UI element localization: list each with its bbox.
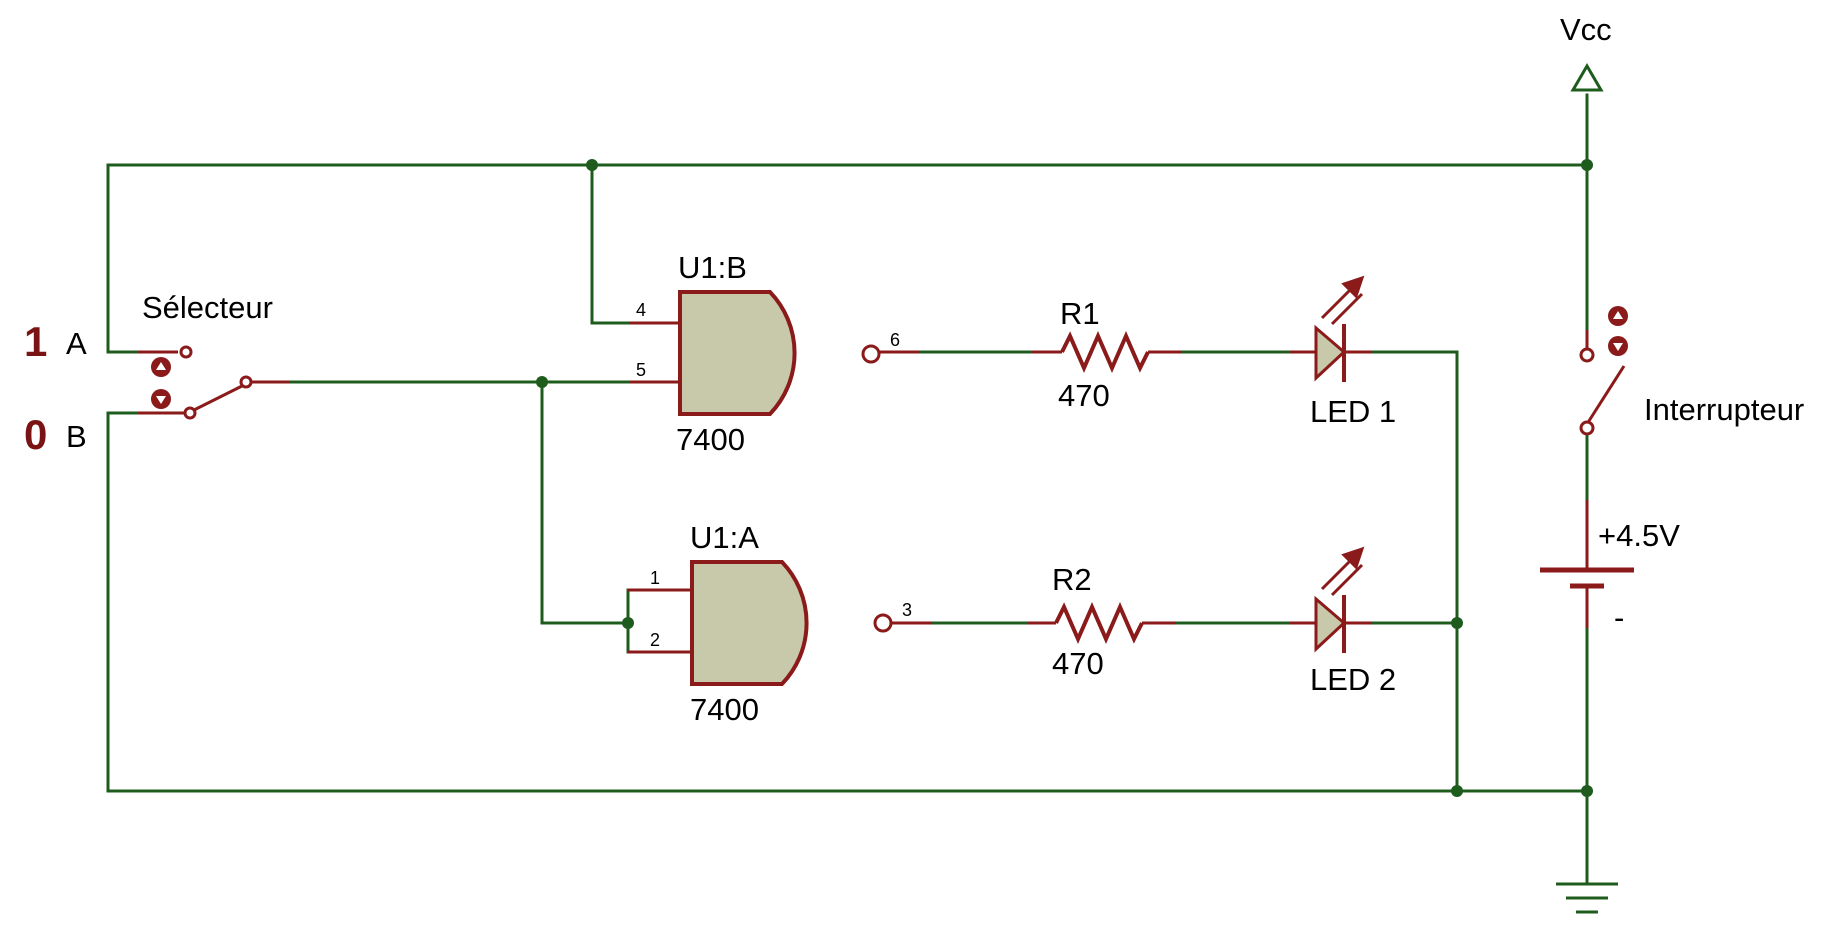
light-rays-icon <box>1320 275 1365 326</box>
junction-dot <box>1451 617 1463 629</box>
switch-on-button[interactable] <box>1608 336 1628 356</box>
ground-icon <box>1556 882 1618 914</box>
nand-gate-body <box>690 560 809 686</box>
resistor-r1: R1 470 <box>1032 296 1182 413</box>
resistor-value: 470 <box>1052 646 1104 681</box>
power-switch[interactable]: Interrupteur <box>1579 306 1804 436</box>
led-1: LED 1 <box>1290 275 1396 429</box>
junction-dot <box>1451 785 1463 797</box>
selector-contact-b <box>183 406 197 420</box>
vcc-label: Vcc <box>1560 12 1612 47</box>
switch-lever <box>1585 365 1626 425</box>
battery: +4.5V - <box>1540 500 1680 635</box>
battery-voltage-label: +4.5V <box>1598 518 1680 553</box>
input-one-label: 1 <box>24 318 47 365</box>
selector-down-button[interactable] <box>151 389 171 409</box>
wire-top-rail <box>106 163 1589 354</box>
resistor-value: 470 <box>1058 378 1110 413</box>
wire-pin5-to-gateA <box>540 380 630 625</box>
pin-number: 1 <box>650 568 660 588</box>
light-rays-icon <box>1320 546 1365 597</box>
pin-number: 4 <box>636 300 646 320</box>
battery-minus-label: - <box>1614 600 1624 635</box>
pin-number: 2 <box>650 630 660 650</box>
switch-label: Interrupteur <box>1644 392 1804 427</box>
nand-bubble <box>873 613 893 633</box>
gate-ref: U1:A <box>690 520 759 555</box>
selector-switch[interactable]: Sélecteur <box>108 290 290 420</box>
junctions <box>536 159 1593 797</box>
junction-dot <box>1581 785 1593 797</box>
pin-number: 6 <box>890 330 900 350</box>
resistor-ref: R2 <box>1052 562 1092 597</box>
wire-bottom-rail <box>106 411 1589 793</box>
resistor-zigzag <box>1054 602 1144 644</box>
led-2: LED 2 <box>1290 546 1396 697</box>
resistor-zigzag <box>1060 331 1150 373</box>
nand-bubble <box>861 344 881 364</box>
position-a-label: A <box>66 326 87 361</box>
nand-gate-body <box>678 290 797 416</box>
position-b-label: B <box>66 419 87 454</box>
selector-contact-common <box>239 375 253 389</box>
nand-gate-u1b: U1:B 7400 4 5 6 <box>630 250 920 457</box>
resistor-r2: R2 470 <box>1028 562 1176 681</box>
junction-dot <box>536 376 548 388</box>
junction-dot <box>1581 159 1593 171</box>
switch-contact-bottom <box>1579 420 1595 436</box>
pin-number: 5 <box>636 360 646 380</box>
input-zero-label: 0 <box>24 411 47 458</box>
nand-gate-u1a: U1:A 7400 1 2 3 <box>628 520 932 727</box>
vcc-arrow-icon <box>1570 63 1604 92</box>
wires <box>106 93 1589 884</box>
led-triangle <box>1314 324 1347 382</box>
led-label: LED 2 <box>1310 662 1396 697</box>
resistor-ref: R1 <box>1060 296 1100 331</box>
selector-lever <box>193 384 243 412</box>
selector-up-button[interactable] <box>151 357 171 377</box>
vcc-terminal: Vcc <box>1560 12 1612 92</box>
pin-number: 3 <box>902 600 912 620</box>
junction-dot <box>622 617 634 629</box>
wire-vcc-to-pin4 <box>590 163 632 325</box>
gate-part: 7400 <box>690 692 759 727</box>
selector-label: Sélecteur <box>142 290 273 325</box>
led-label: LED 1 <box>1310 394 1396 429</box>
switch-off-button[interactable] <box>1608 306 1628 326</box>
selector-contact-a <box>179 345 193 359</box>
gate-part: 7400 <box>676 422 745 457</box>
led-triangle <box>1314 595 1347 653</box>
gate-ref: U1:B <box>678 250 747 285</box>
junction-dot <box>586 159 598 171</box>
wire-led1-right <box>1370 350 1459 793</box>
switch-contact-top <box>1579 347 1595 363</box>
